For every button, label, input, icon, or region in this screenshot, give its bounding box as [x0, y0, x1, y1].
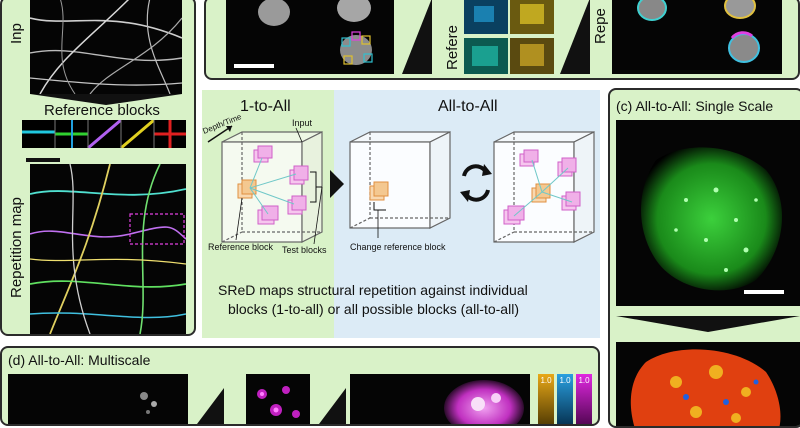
right-arrow-d1 [197, 388, 224, 424]
middle-cube [349, 131, 451, 229]
one-to-all-title: 1-to-All [240, 98, 291, 115]
reference-block-label: Reference block [208, 242, 274, 252]
right-arrow-d2 [319, 388, 346, 424]
panel-d: (d) All-to-All: Multiscale 1.0 [0, 346, 600, 426]
nuclei-image [226, 0, 394, 74]
multiscale-map-image [350, 374, 530, 424]
reference-block [237, 179, 257, 199]
input-label: Input [292, 118, 313, 128]
multiscale-blocks-image [246, 374, 310, 424]
reference-blocks-label: Reference blocks [44, 102, 160, 119]
repetition-nuclei-image [612, 0, 782, 74]
colorbar-blue [557, 374, 573, 424]
change-reference-label: Change reference block [350, 242, 446, 252]
panel-d-title: (d) All-to-All: Multiscale [8, 352, 151, 368]
input-label: Inp [8, 23, 25, 44]
panel-b: Refere Repe [204, 0, 800, 80]
cube-diagram: Depth/Time Input [202, 112, 595, 245]
scale-bar [26, 158, 60, 162]
test-block-bottom [257, 205, 279, 225]
repetition-map-filaments [29, 163, 187, 334]
test-blocks-label: Test blocks [282, 245, 327, 255]
caption-line2: blocks (1-to-all) or all possible blocks… [228, 301, 519, 317]
multiscale-input-image [8, 374, 188, 424]
colorbar-label-3: 1.0 [578, 376, 590, 385]
colorbar-gold [538, 374, 554, 424]
repetition-label: Repe [592, 8, 609, 44]
right-arrow-b2 [560, 0, 590, 74]
all-to-all-title: All-to-All [438, 98, 498, 115]
single-scale-image [616, 120, 800, 306]
panel-c: (c) All-to-All: Single Scale [608, 88, 800, 428]
right-arrow-b1 [402, 0, 432, 74]
panel-a: Inp Reference blocks Repetition [0, 0, 196, 336]
down-arrow [30, 94, 182, 105]
right-arrow-center [330, 170, 344, 198]
caption-line1: SReD maps structural repetition against … [218, 282, 528, 298]
reference-label: Refere [444, 24, 461, 70]
reference-blocks-strip [22, 118, 186, 150]
middle-reference-block [369, 181, 389, 201]
colorbar-label-2: 1.0 [559, 376, 571, 385]
panel-c-title: (c) All-to-All: Single Scale [616, 98, 774, 114]
repetition-map-image [29, 163, 187, 334]
test-block-top [253, 145, 273, 163]
down-arrow-c [616, 316, 800, 332]
comparison-lines [249, 157, 297, 215]
test-block-right [289, 165, 309, 185]
repetition-map-label: Repetition map [8, 197, 25, 298]
single-scale-map-image [616, 342, 800, 426]
colorbar-label-1: 1.0 [540, 376, 552, 385]
input-filaments [29, 0, 183, 95]
reference-patches [464, 0, 554, 74]
colorbar-magenta [576, 374, 592, 424]
input-image [29, 0, 183, 95]
